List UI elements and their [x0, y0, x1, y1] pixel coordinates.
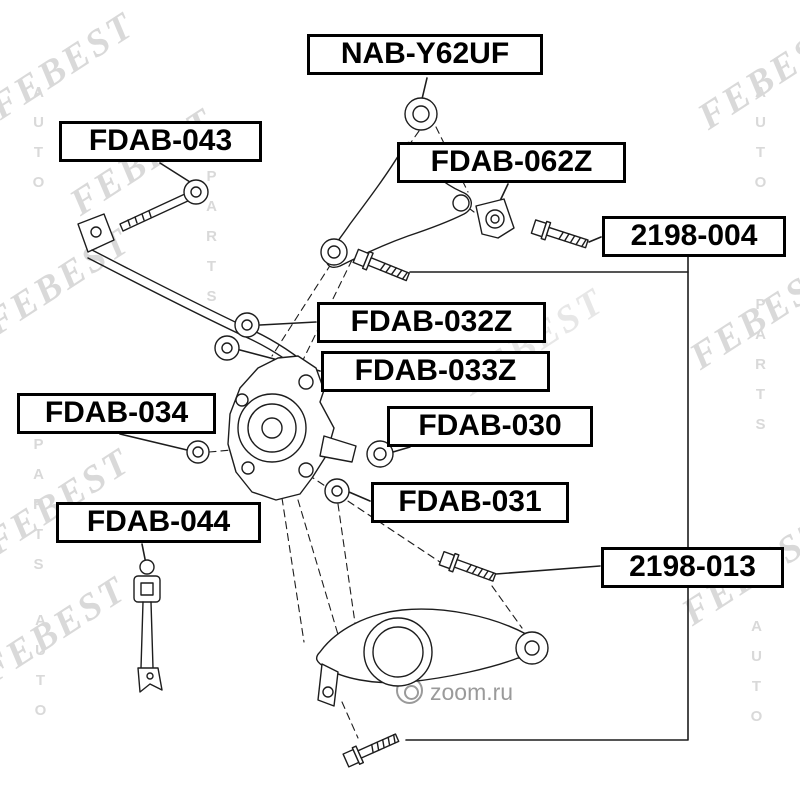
- parts-watermark: PARTS: [30, 436, 47, 586]
- part-label-fdab-062z: FDAB-062Z: [397, 142, 626, 183]
- knuckle-drawing: [227, 355, 357, 501]
- link-fdab-044-drawing: [133, 559, 163, 693]
- part-label-2198-004: 2198-004: [602, 216, 786, 257]
- part-label-nab-y62uf: NAB-Y62UF: [307, 34, 543, 75]
- part-label-fdab-032z: FDAB-032Z: [317, 302, 546, 343]
- bushing-fdab-031-drawing: [324, 478, 350, 504]
- part-label-fdab-044: FDAB-044: [56, 502, 261, 543]
- part-label-2198-013: 2198-013: [601, 547, 784, 588]
- part-label-fdab-034: FDAB-034: [17, 393, 216, 434]
- zoom-ru-watermark: zoom.ru: [430, 679, 514, 705]
- bracket-fdab-062z-drawing: [475, 198, 515, 239]
- auto-watermark: AUTO: [32, 612, 49, 732]
- auto-watermark: AUTO: [752, 84, 769, 204]
- auto-watermark: AUTO: [30, 84, 47, 204]
- parts-watermark: PARTS: [203, 168, 220, 318]
- bolt-lower-drawing: [341, 728, 402, 770]
- auto-watermark: AUTO: [748, 618, 765, 738]
- bolt-upper-drawing: [351, 246, 412, 286]
- bushing-fdab-030-drawing: [366, 440, 394, 468]
- leader-lines: [119, 77, 689, 741]
- bushing-fdab-034-drawing: [186, 440, 210, 464]
- parts-watermark: PARTS: [752, 296, 769, 446]
- rod-fdab-043-drawing: [77, 179, 209, 253]
- part-label-fdab-031: FDAB-031: [371, 482, 569, 523]
- part-label-fdab-030: FDAB-030: [387, 406, 593, 447]
- bolt-2198-004-drawing: [530, 217, 591, 254]
- bushing-nab-y62uf-drawing: [404, 97, 438, 131]
- part-label-fdab-043: FDAB-043: [59, 121, 262, 162]
- bolt-2198-013-drawing: [437, 549, 499, 587]
- part-label-fdab-033z: FDAB-033Z: [321, 351, 550, 392]
- lower-arm-drawing: [315, 608, 549, 707]
